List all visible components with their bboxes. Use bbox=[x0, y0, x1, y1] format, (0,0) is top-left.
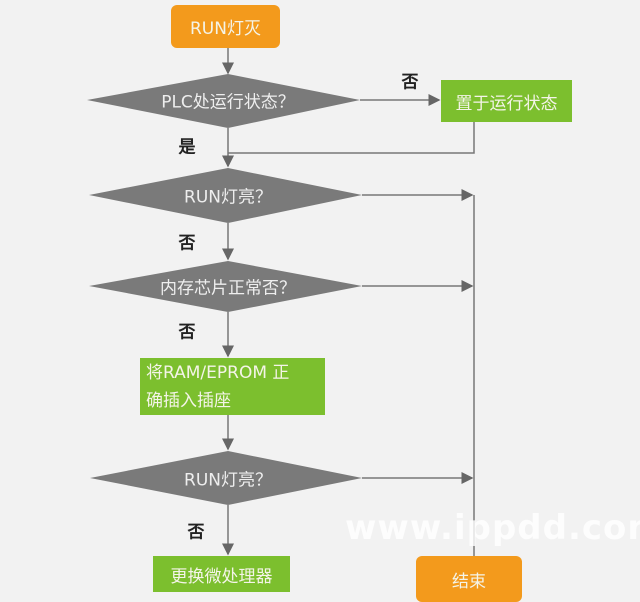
process-set-running: 置于运行状态 bbox=[441, 80, 572, 122]
decision-plc-running-text: PLC处运行状态？ bbox=[161, 92, 295, 113]
end-node: 结束 bbox=[416, 556, 522, 602]
decision-memory-ok-text: 内存芯片正常否？ bbox=[160, 278, 296, 299]
label-d4-no: 否 bbox=[187, 522, 205, 543]
process-insert-chip-line1: 将RAM/EPROM 正 bbox=[146, 362, 290, 383]
process-insert-chip: 将RAM/EPROM 正 确插入插座 bbox=[140, 358, 325, 415]
decision-run-on-1-text: RUN灯亮？ bbox=[184, 187, 272, 208]
decision-run-on-2-text: RUN灯亮？ bbox=[184, 470, 272, 491]
label-d2-no: 否 bbox=[178, 233, 196, 254]
decision-memory-ok bbox=[89, 261, 362, 312]
decision-run-on-2 bbox=[90, 451, 362, 505]
watermark: www.ippdd.com bbox=[345, 508, 640, 548]
process-replace-cpu-text: 更换微处理器 bbox=[170, 566, 273, 587]
label-d3-no: 否 bbox=[178, 322, 196, 343]
decision-run-on-1 bbox=[89, 168, 362, 223]
end-text: 结束 bbox=[452, 571, 486, 592]
decision-plc-running bbox=[87, 74, 360, 128]
start-node: RUN灯灭 bbox=[171, 5, 280, 48]
start-text: RUN灯灭 bbox=[190, 19, 261, 39]
process-set-running-text: 置于运行状态 bbox=[455, 93, 558, 114]
process-insert-chip-line2: 确插入插座 bbox=[146, 390, 231, 411]
process-replace-cpu: 更换微处理器 bbox=[153, 556, 290, 592]
label-d1-no: 否 bbox=[401, 72, 419, 93]
label-d1-yes: 是 bbox=[178, 137, 196, 158]
